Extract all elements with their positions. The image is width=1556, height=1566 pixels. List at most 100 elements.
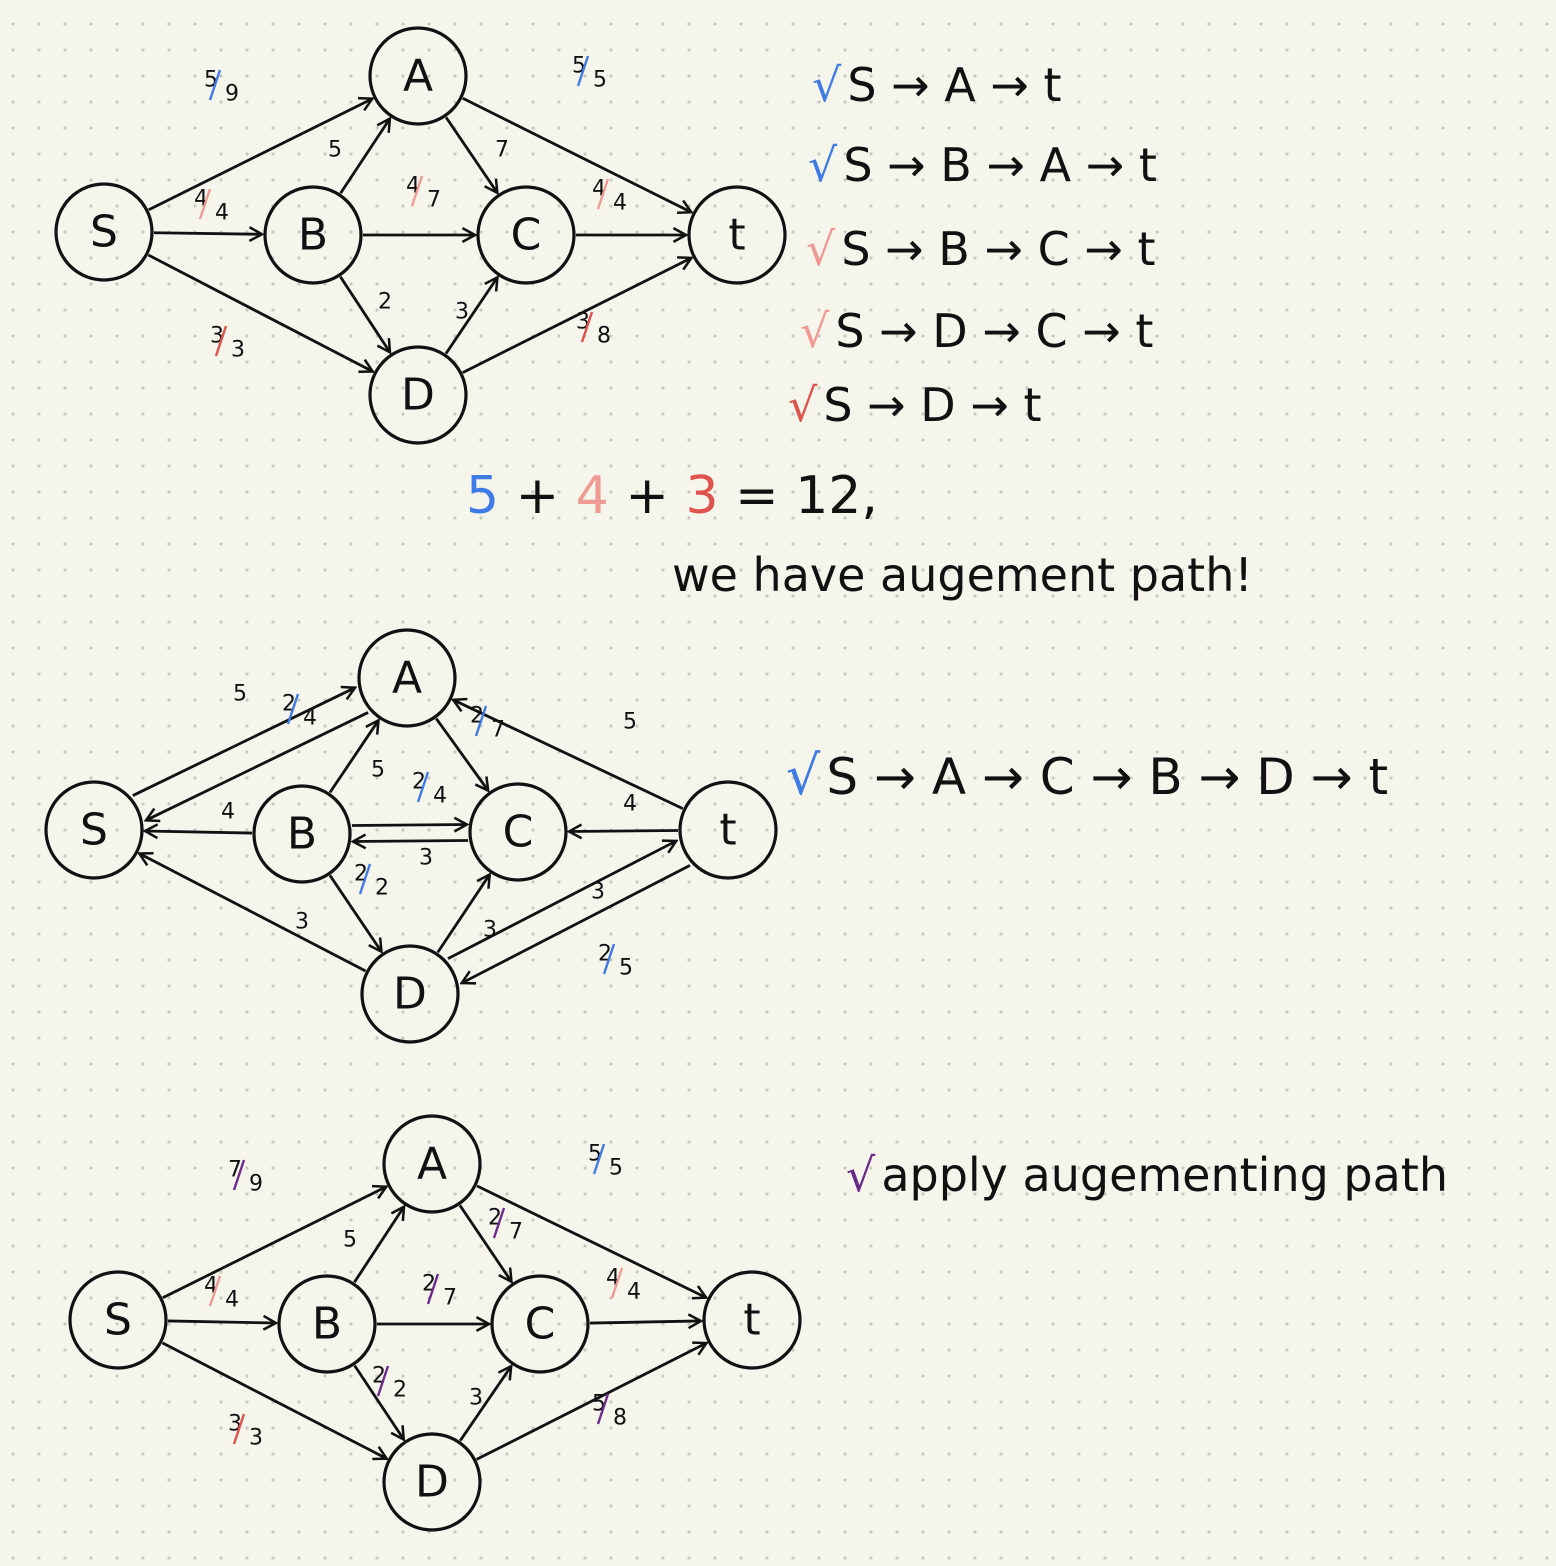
node-label: C	[525, 1299, 556, 1350]
edge-label-S-B: 44	[194, 187, 229, 226]
node-label: C	[503, 807, 534, 858]
capacity-value: 4	[225, 1288, 239, 1313]
edge-D-t	[447, 841, 676, 960]
node-circle	[368, 26, 468, 126]
edge-D-C	[444, 277, 497, 355]
node-label: A	[403, 51, 433, 102]
fraction-slash	[214, 325, 228, 357]
node-D: D	[382, 1432, 482, 1532]
capacity-value: 3	[455, 300, 469, 325]
fraction-slash	[198, 188, 212, 220]
edge-label-D-S: 3	[295, 910, 309, 935]
sum-term-pink: 4	[575, 466, 609, 526]
capacity-value: 2	[393, 1378, 407, 1403]
node-label: D	[415, 1457, 449, 1508]
capacity-value: 3	[249, 1426, 263, 1451]
edge-B-A	[339, 119, 390, 195]
edge-D-C	[459, 1366, 511, 1442]
edge-B-A	[353, 1207, 404, 1283]
node-label: D	[393, 969, 427, 1020]
edge-label-S-A: 59	[204, 68, 239, 107]
edge-label-A-t: 55	[572, 54, 607, 93]
check-mark-icon: √	[800, 304, 830, 358]
node-circle	[678, 780, 778, 880]
check-mark-icon: √	[808, 138, 838, 192]
node-D: D	[368, 345, 468, 445]
edge-label-D-t: 38	[576, 310, 611, 349]
path-text: S → B → A → t	[843, 138, 1157, 192]
edge-D-t	[462, 258, 692, 374]
edge-label-A-t: 55	[588, 1142, 623, 1181]
capacity-value: 4	[627, 1280, 641, 1305]
edge-C-t	[589, 1321, 701, 1323]
node-A: A	[368, 26, 468, 126]
fraction-slash	[580, 311, 594, 343]
edge-B-D	[328, 874, 381, 951]
path-4: √S → D → C → t	[800, 304, 1153, 358]
edge-B-A	[328, 720, 379, 794]
edge-A-C	[444, 116, 497, 192]
node-t: t	[687, 185, 787, 285]
capacity-value: 4	[303, 706, 317, 731]
edge-label-A-C: 27	[488, 1206, 523, 1245]
edge-C-B	[353, 840, 469, 841]
fraction-slash	[602, 943, 616, 975]
fraction-slash	[208, 69, 222, 101]
node-circle	[357, 628, 457, 728]
sum-term-blue: 5	[466, 466, 500, 526]
check-mark-icon: √	[788, 378, 818, 432]
residual-path: √S → A → C → B → D → t	[786, 744, 1388, 807]
sum-total: 12	[795, 466, 862, 526]
edge-label-A-C: 7	[495, 138, 509, 163]
path-text: S → D → C → t	[835, 304, 1154, 358]
capacity-value: 8	[597, 324, 611, 349]
edge-label-D-C: 3	[469, 1386, 483, 1411]
edge-label-S-A: 79	[228, 1158, 263, 1197]
capacity-value: 2	[375, 876, 389, 901]
node-S: S	[44, 780, 144, 880]
edge-D-C	[436, 874, 490, 954]
edge-label-D-t: 58	[592, 1392, 627, 1431]
node-A: A	[382, 1114, 482, 1214]
node-C: C	[468, 782, 568, 882]
node-D: D	[360, 944, 460, 1044]
capacity-value: 7	[427, 188, 441, 213]
node-label: D	[401, 370, 435, 421]
capacity-value: 7	[443, 1286, 457, 1311]
node-circle	[687, 185, 787, 285]
path-text: S → D → t	[823, 378, 1042, 432]
fraction-slash	[358, 863, 372, 895]
node-label: B	[312, 1299, 342, 1350]
edge-label-B-D: 22	[372, 1364, 407, 1403]
node-circle	[490, 1274, 590, 1374]
capacity-value: 9	[225, 82, 239, 107]
capacity-value: 4	[433, 784, 447, 809]
path-text: S → B → C → t	[841, 222, 1156, 276]
path-text: S → A → t	[847, 58, 1062, 112]
node-label: B	[287, 809, 317, 860]
node-B: B	[252, 784, 352, 884]
edge-S-B	[153, 233, 262, 235]
edge-A-C	[435, 717, 488, 791]
capacity-value: 5	[343, 1228, 357, 1253]
node-label: S	[80, 805, 108, 856]
capacity-value: 7	[495, 138, 509, 163]
path-text: S → A → C → B → D → t	[826, 748, 1389, 806]
edge-S-B	[167, 1321, 276, 1323]
edge-label-B-A: 5	[371, 758, 385, 783]
node-B: B	[277, 1274, 377, 1374]
edge-label-D-t: 25	[598, 942, 633, 981]
edge-S-D	[161, 1341, 386, 1459]
node-label: C	[511, 210, 542, 261]
edge-label-S-B: 44	[204, 1274, 239, 1313]
node-circle	[382, 1114, 482, 1214]
edge-label-D-C: 3	[483, 918, 497, 943]
capacity-value: 5	[619, 956, 633, 981]
fraction-slash	[492, 1207, 506, 1239]
edge-label-A-S: 5	[233, 682, 247, 707]
node-circle	[468, 782, 568, 882]
node-label: A	[417, 1139, 447, 1190]
fraction-slash	[596, 1393, 610, 1425]
node-S: S	[54, 182, 154, 282]
